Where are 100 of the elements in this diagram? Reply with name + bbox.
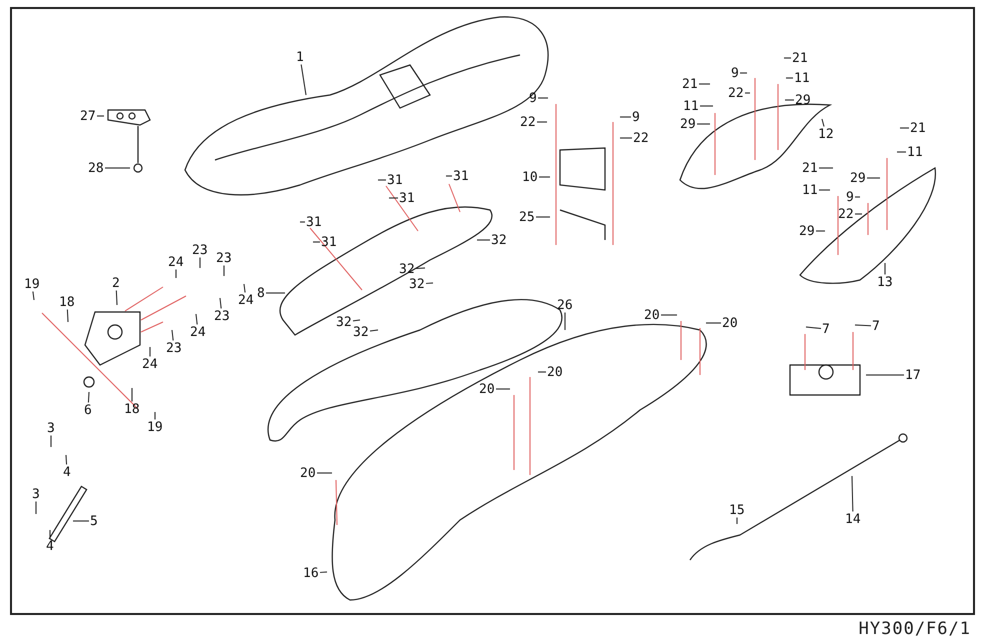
leader-line	[244, 284, 246, 293]
callout-number: 31	[453, 170, 469, 182]
callout-number: 9	[731, 66, 739, 80]
leader-line	[320, 572, 328, 573]
callout-number: 22	[838, 208, 854, 220]
callout-number: 32	[409, 278, 425, 290]
callout-number: 20	[300, 466, 316, 480]
callout-number: 19	[24, 278, 40, 290]
callout-number: 26	[557, 298, 573, 312]
leader-line	[854, 324, 872, 326]
callout-number: 18	[59, 296, 75, 308]
leader-line	[196, 314, 198, 325]
leader-line	[536, 216, 550, 218]
callout-number: 20	[547, 366, 563, 378]
callout-number: 4	[63, 466, 71, 478]
leader-line	[50, 435, 52, 448]
callout-number: 6	[84, 404, 92, 416]
callout-number: 16	[303, 566, 319, 580]
callout-number: 31	[387, 174, 403, 186]
leader-line	[736, 517, 738, 524]
callout-number: 22	[633, 132, 649, 144]
leader-line	[416, 268, 426, 269]
callout-number: 29	[850, 172, 866, 184]
leader-line	[370, 330, 378, 332]
callout-number: 21	[682, 78, 698, 90]
callout-number: 11	[794, 72, 810, 84]
callout-number: 7	[822, 322, 830, 336]
callout-number: 20	[644, 308, 660, 322]
callout-number: 31	[399, 192, 415, 204]
leader-line	[538, 176, 550, 178]
callout-number: 20	[479, 382, 495, 396]
callout-number: 21	[802, 162, 818, 174]
callout-number: 3	[47, 422, 55, 434]
callout-number: 3	[32, 488, 40, 500]
leader-line	[66, 454, 68, 465]
callout-number: 23	[192, 244, 208, 256]
callout-number: 17	[905, 368, 921, 382]
callout-number: 32	[336, 316, 352, 328]
callout-number: 8	[257, 286, 265, 300]
callout-number: 23	[166, 342, 182, 354]
callout-number: 14	[845, 512, 861, 526]
leader-line	[660, 314, 678, 316]
callout-number: 24	[238, 294, 254, 306]
callout-number: 20	[722, 316, 738, 330]
callout-number: 24	[168, 256, 184, 268]
leader-line	[822, 118, 824, 127]
callout-number: 5	[90, 514, 98, 528]
leader-line	[564, 312, 566, 330]
callout-number: 21	[910, 122, 926, 134]
callout-number: 9	[632, 110, 640, 124]
callout-number: 32	[491, 234, 507, 246]
callout-number: 11	[907, 146, 923, 158]
callout-number: 31	[321, 236, 337, 248]
callout-number: 29	[799, 224, 815, 238]
callout-number: 25	[519, 210, 535, 224]
leader-line	[116, 290, 118, 306]
leader-line	[866, 374, 904, 376]
leader-line	[154, 412, 156, 420]
leader-line	[72, 520, 90, 522]
callout-number: 32	[353, 326, 369, 338]
callout-number: 12	[818, 128, 834, 140]
leader-line	[854, 196, 860, 198]
callout-number: 24	[190, 326, 206, 338]
callout-number: 15	[729, 504, 745, 516]
callout-number: 7	[872, 320, 880, 332]
callout-number: 11	[683, 100, 699, 112]
callout-number: 23	[214, 310, 230, 322]
leader-line	[884, 262, 886, 275]
callout-number: 24	[142, 358, 158, 370]
leader-line	[172, 330, 174, 341]
leader-line	[88, 392, 90, 403]
leader-line	[620, 116, 632, 118]
callout-number: 9	[529, 92, 537, 104]
callout-number: 23	[216, 252, 232, 264]
leader-line	[32, 291, 34, 300]
leader-line	[426, 282, 434, 284]
callout-number: 27	[80, 110, 96, 122]
callout-number: 19	[147, 420, 163, 434]
callout-number: 29	[680, 118, 696, 130]
leader-line	[316, 472, 332, 474]
callout-number: 31	[306, 216, 322, 228]
callout-number: 32	[399, 262, 415, 276]
callout-number: 18	[124, 402, 140, 416]
callout-number: 2	[112, 276, 120, 290]
callout-number: 13	[877, 276, 893, 288]
leader-line	[740, 72, 748, 74]
leader-line	[744, 92, 750, 94]
callout-number: 4	[46, 540, 54, 552]
callout-number: 22	[520, 116, 536, 128]
callout-number: 22	[728, 86, 744, 100]
callout-number: 9	[846, 190, 854, 204]
leader-line	[816, 230, 826, 232]
leader-line	[300, 64, 306, 96]
leader-line	[266, 292, 286, 294]
leader-line	[706, 322, 722, 324]
callout-number: 1	[296, 50, 304, 64]
leader-line	[496, 388, 510, 390]
leader-line	[66, 309, 68, 322]
callout-number: 11	[802, 184, 818, 196]
leader-line	[220, 298, 222, 309]
